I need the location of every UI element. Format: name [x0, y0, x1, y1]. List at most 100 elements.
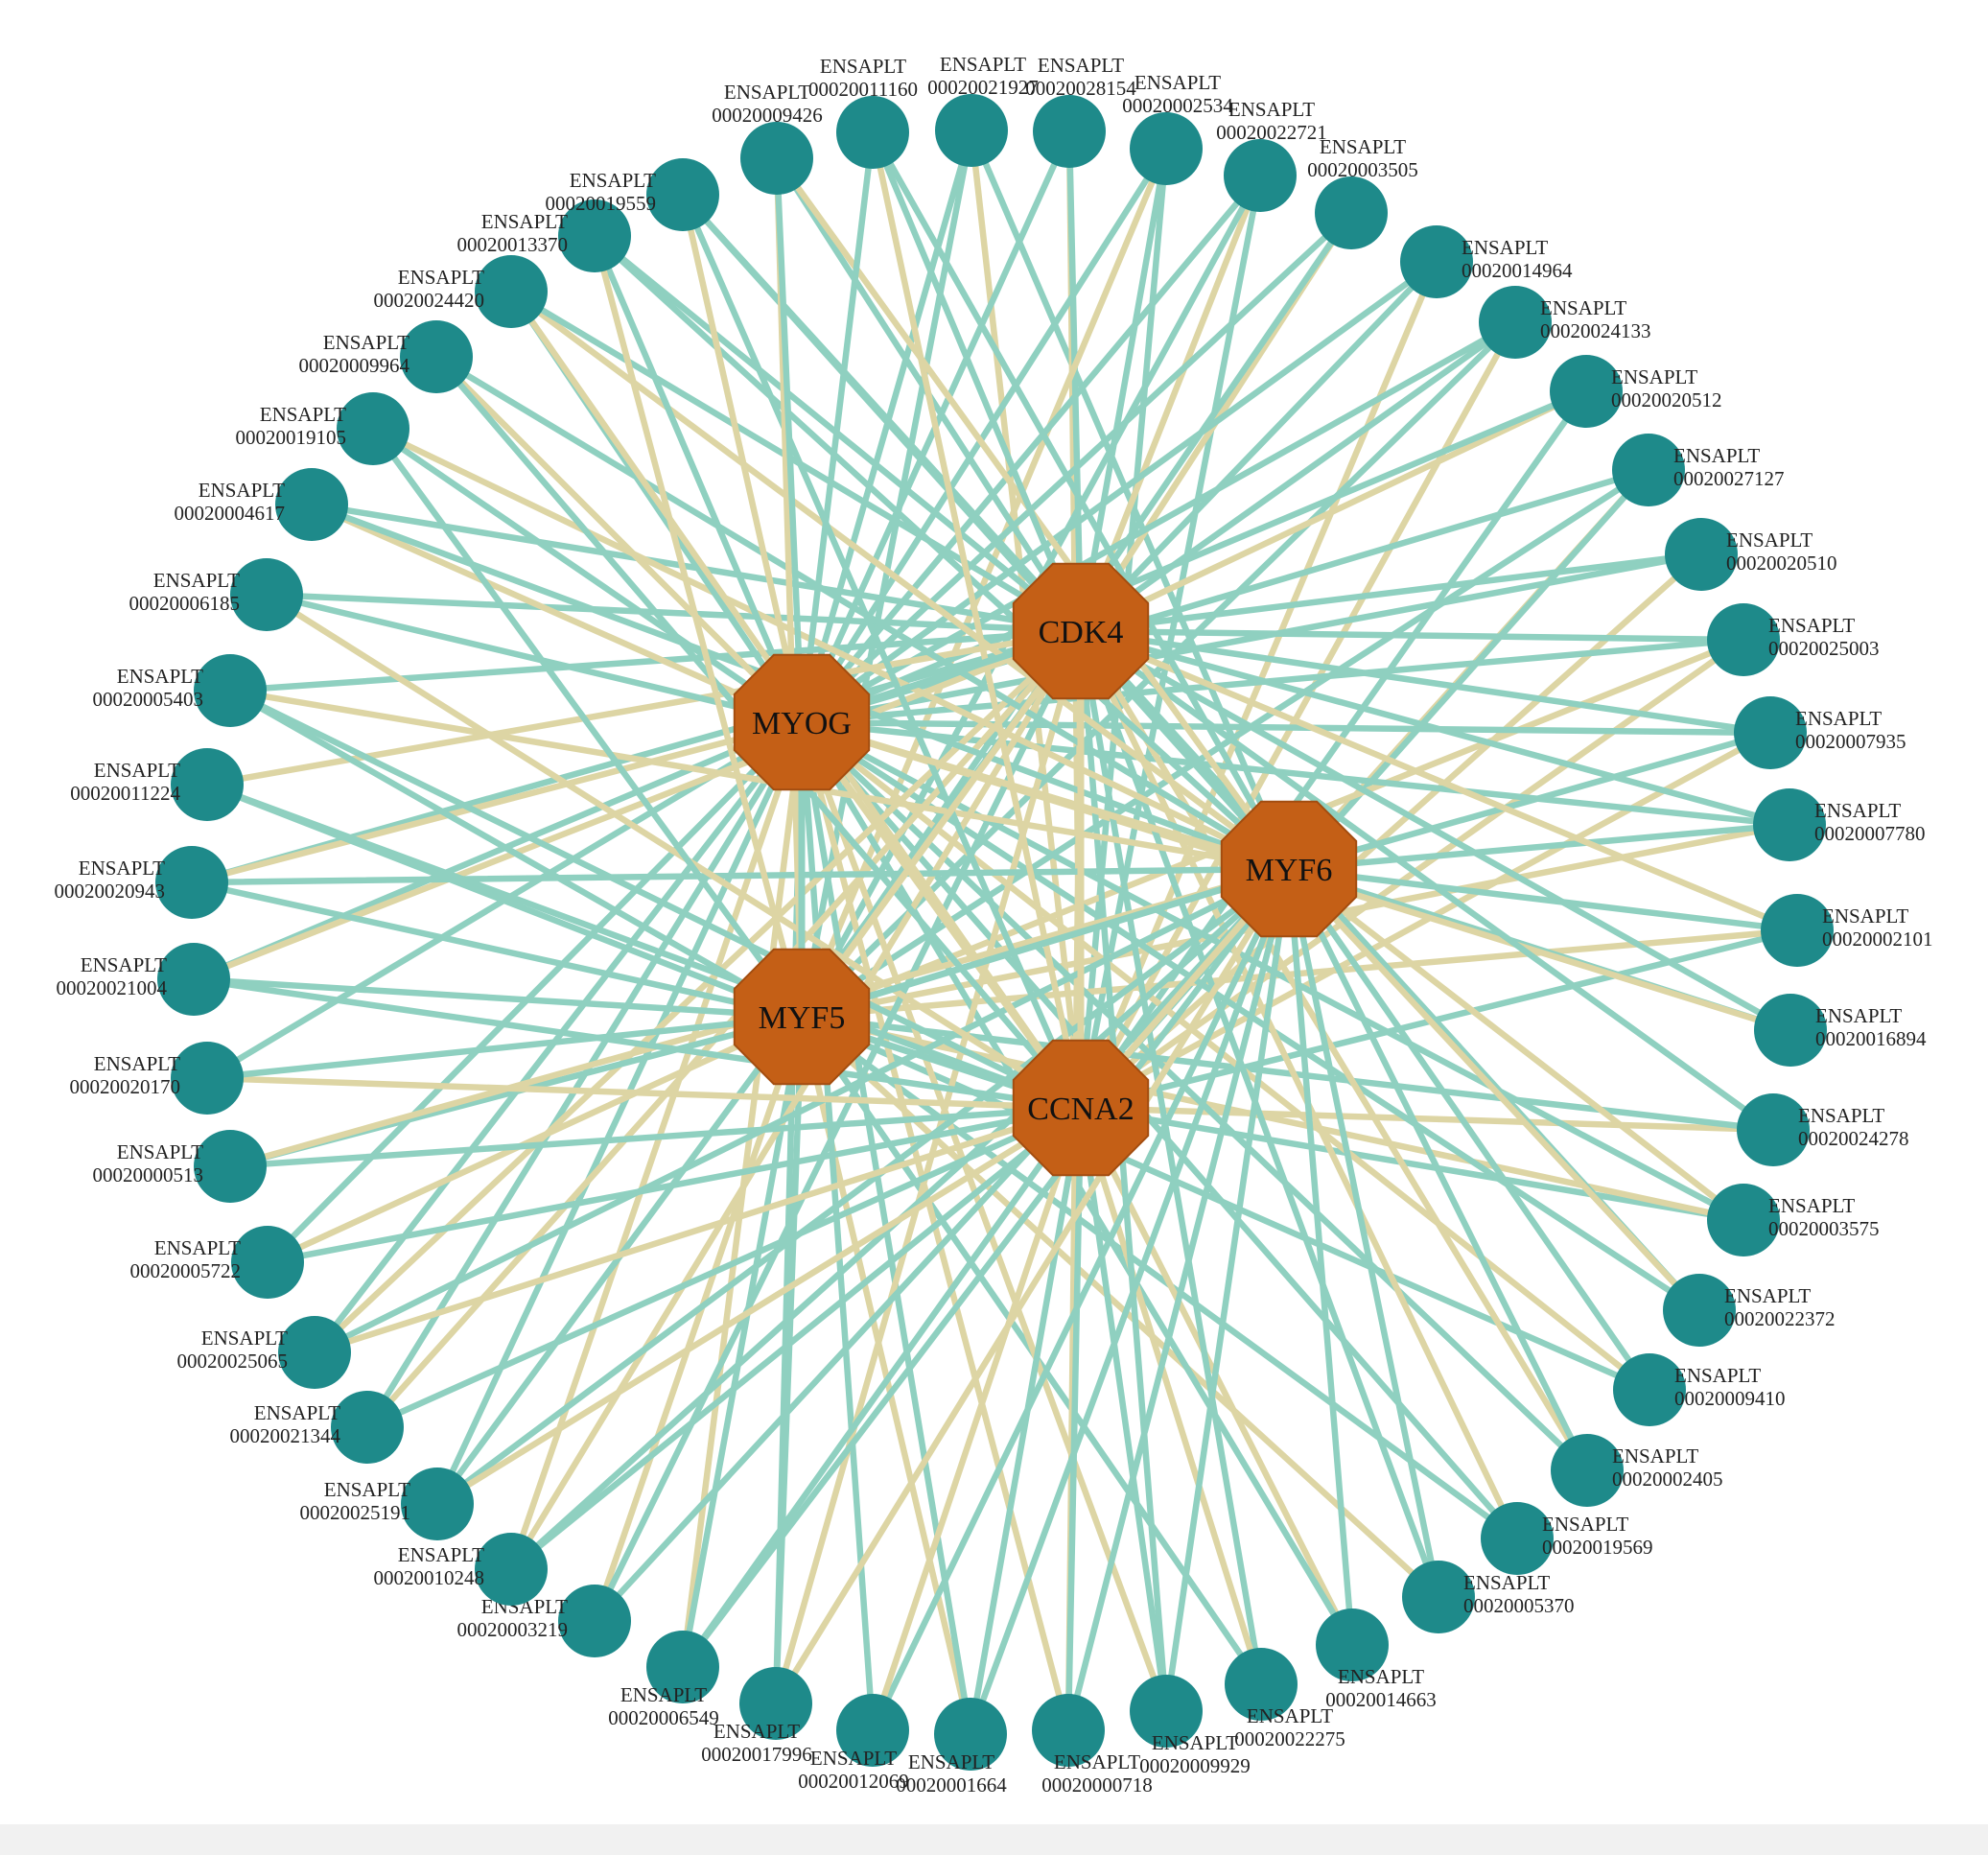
label-line1: ENSAPLT	[481, 210, 568, 233]
label-line2: 00020005722	[130, 1259, 242, 1282]
label-line2: 00020027127	[1673, 467, 1785, 490]
outer-node-circle	[331, 1391, 404, 1464]
outer-node-circle	[1612, 434, 1685, 506]
edge-n13-myf6	[1285, 821, 1793, 873]
outer-node-circle	[475, 255, 548, 328]
edge-n16-ccna2	[1077, 1104, 1777, 1134]
outer-node-circle	[1761, 894, 1834, 967]
outer-node-circle	[1032, 1694, 1105, 1767]
label-line1: ENSAPLT	[1540, 296, 1626, 319]
edge-n39-cdk4	[190, 627, 1085, 983]
edge-n35-myog	[311, 718, 806, 1356]
label-line2: 00020012069	[798, 1770, 909, 1793]
edge-n48-myf5	[591, 232, 806, 1021]
outer-node-circle	[230, 558, 303, 631]
label-line2: 00020007935	[1795, 730, 1906, 753]
edge-n23-myf6	[1285, 865, 1356, 1649]
edge-n45-myf6	[369, 425, 1293, 873]
label-line2: 00020014964	[1462, 259, 1573, 282]
outer-node-circle	[157, 943, 230, 1016]
edge-n43-cdk4	[263, 591, 1085, 635]
label-line1: ENSAPLT	[1612, 1444, 1698, 1468]
edge-n6-cdk4	[1077, 258, 1440, 635]
outer-node-circle	[558, 1585, 631, 1657]
outer-node-circle	[171, 1042, 244, 1115]
label-line2: 00020014663	[1325, 1688, 1437, 1711]
hub-octagon	[1012, 562, 1150, 700]
edge-n35-myf6	[311, 865, 1293, 1356]
hub-label: CCNA2	[1027, 1092, 1134, 1127]
edge-n33-myog	[433, 718, 806, 1508]
label-line2: 00020024133	[1540, 319, 1651, 342]
bottom-strip	[0, 1824, 1988, 1855]
label-line1: ENSAPLT	[1462, 236, 1548, 259]
label-line1: ENSAPLT	[908, 1750, 994, 1773]
label-line2: 00020003575	[1768, 1217, 1880, 1240]
label-line2: 00020025065	[177, 1350, 289, 1373]
label-line2: 00020001664	[896, 1773, 1007, 1796]
label-line1: ENSAPLT	[810, 1747, 897, 1770]
label-line1: ENSAPLT	[1724, 1284, 1811, 1307]
edge-n48-myf6	[591, 232, 1293, 873]
label-line1: ENSAPLT	[1611, 365, 1697, 388]
label-line2: 00020025003	[1768, 637, 1880, 660]
label-line2: 00020009426	[712, 104, 823, 127]
label-line2: 00020005370	[1463, 1594, 1575, 1617]
label-line1: ENSAPLT	[199, 479, 285, 502]
edge-n31-myf5	[591, 1013, 806, 1625]
hub-label: MYF6	[1246, 853, 1333, 888]
outer-node-circle	[1663, 1274, 1736, 1347]
label-line2: 00020003505	[1307, 158, 1418, 181]
edge-n24-cdk4	[1077, 627, 1265, 1688]
label-line1: ENSAPLT	[260, 403, 346, 426]
outer-node-circle	[401, 1468, 474, 1540]
edge-myog-ccna2	[799, 719, 1084, 1111]
outer-node-circle	[646, 158, 719, 231]
edge-n9-myf5	[798, 466, 1652, 1021]
edge-n39-myf5	[190, 975, 806, 1021]
label-line1: ENSAPLT	[154, 1236, 241, 1259]
edge-n40-myf6	[188, 865, 1293, 886]
label-line2: 00020006549	[608, 1706, 719, 1729]
edge-n20-cdk4	[1077, 627, 1591, 1474]
hub-myf5: MYF5	[733, 948, 871, 1086]
edge-n14-ccna2	[1077, 927, 1801, 1112]
label-line1: ENSAPLT	[117, 1140, 203, 1163]
label-line1: ENSAPLT	[1542, 1513, 1628, 1536]
edge-n45-myog	[369, 425, 806, 726]
outer-node-circle	[934, 1698, 1007, 1771]
label-line2: 00020009964	[299, 354, 410, 377]
label-line1: ENSAPLT	[940, 53, 1026, 76]
edge-n29-myf6	[772, 865, 1293, 1707]
outer-node-circle	[1551, 1434, 1624, 1507]
edge-n26-myf6	[1064, 865, 1293, 1734]
edge-n50-myog	[773, 154, 806, 726]
label-line1: ENSAPLT	[1463, 1571, 1550, 1594]
label-line1: ENSAPLT	[398, 1543, 484, 1566]
outer-node-circle	[1707, 603, 1780, 676]
edge-n36-ccna2	[264, 1104, 1085, 1266]
